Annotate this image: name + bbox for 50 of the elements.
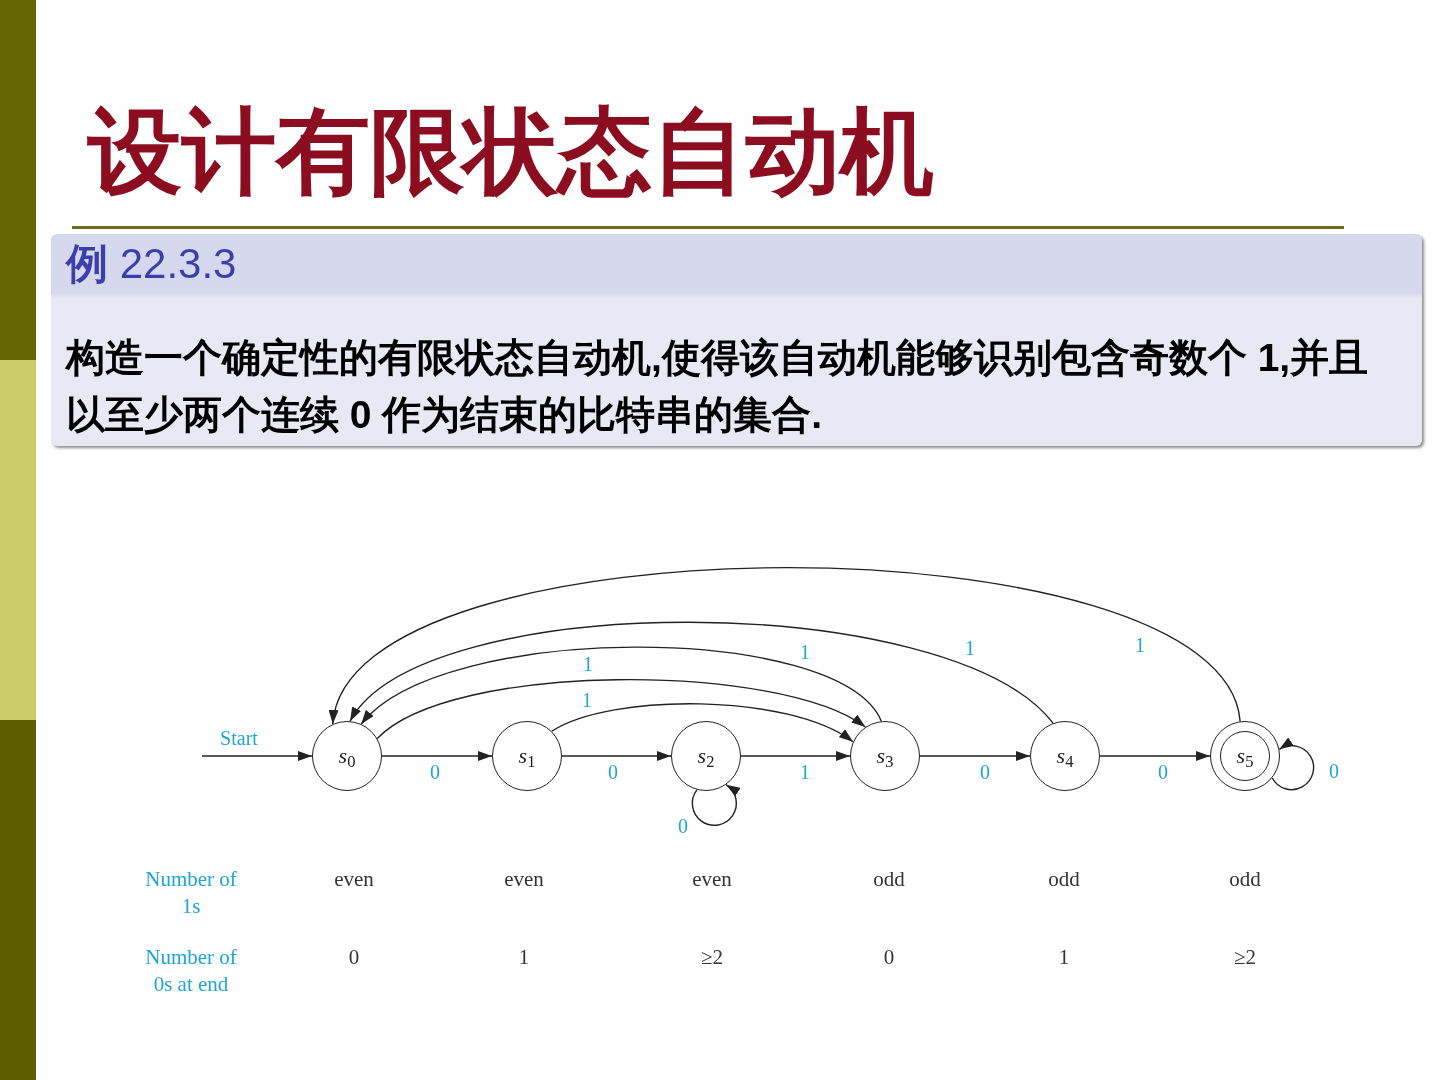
edge-label: 1 <box>582 654 594 674</box>
slide-title: 设计有限状态自动机 <box>88 100 934 204</box>
transition-arrow <box>551 703 854 743</box>
edge-label: 0 <box>607 762 619 782</box>
state-label: s$_{1}$ <box>518 745 536 767</box>
edge-label: 1 <box>581 690 593 710</box>
value-text: odd <box>1229 866 1261 893</box>
transition-arrow <box>740 751 851 761</box>
value-text: 0 <box>348 944 360 971</box>
transition-arrow <box>1099 751 1211 761</box>
value-text: odd <box>1048 866 1080 893</box>
transition-arrow <box>360 646 883 725</box>
edge-label: 1 <box>799 642 811 662</box>
edge-label: 1 <box>799 762 811 782</box>
example-heading: 例 22.3.3 <box>66 243 237 285</box>
edge-label: 1 <box>964 638 976 658</box>
value-text: even <box>334 866 374 893</box>
state-label: s$_{5}$ <box>1236 745 1254 767</box>
edge-label: 0 <box>979 762 991 782</box>
transition-arrow <box>381 751 493 761</box>
edge-label: 0 <box>1157 762 1169 782</box>
value-text: 1 <box>518 944 530 971</box>
value-text: ≥2 <box>701 944 723 971</box>
transition-arrow <box>201 751 313 761</box>
self-loop-arrow <box>1271 738 1315 791</box>
state-label: s$_{0}$ <box>338 745 356 767</box>
example-text: 构造一个确定性的有限状态自动机,使得该自动机能够识别包含奇数个 1,并且以至少两个连续 0 作为结束的比特串的集合. <box>66 335 1370 438</box>
edge-label: 0 <box>677 816 689 836</box>
value-text: ≥2 <box>1234 944 1256 971</box>
edge-label: Start <box>219 728 259 748</box>
value-text: even <box>692 866 732 893</box>
transition-arrow <box>349 621 1054 724</box>
state-label: s$_{2}$ <box>697 745 715 767</box>
state-label: s$_{3}$ <box>876 745 894 767</box>
edge-label: 1 <box>1134 635 1146 655</box>
transition-arrow <box>919 751 1031 761</box>
transition-arrow <box>561 751 672 761</box>
example-panel <box>51 234 1422 446</box>
transition-arrow <box>332 566 1241 725</box>
row-label: Number of 0s at end <box>144 944 238 998</box>
value-text: 1 <box>1058 944 1070 971</box>
transition-arrow <box>376 679 867 740</box>
value-text: 0 <box>883 944 895 971</box>
row-label: Number of 1s <box>144 866 238 920</box>
value-text: even <box>504 866 544 893</box>
state-label: s$_{4}$ <box>1056 745 1074 767</box>
edge-label: 0 <box>429 762 441 782</box>
value-text: odd <box>873 866 905 893</box>
edge-label: 0 <box>1328 761 1340 781</box>
self-loop-arrow <box>691 783 741 826</box>
